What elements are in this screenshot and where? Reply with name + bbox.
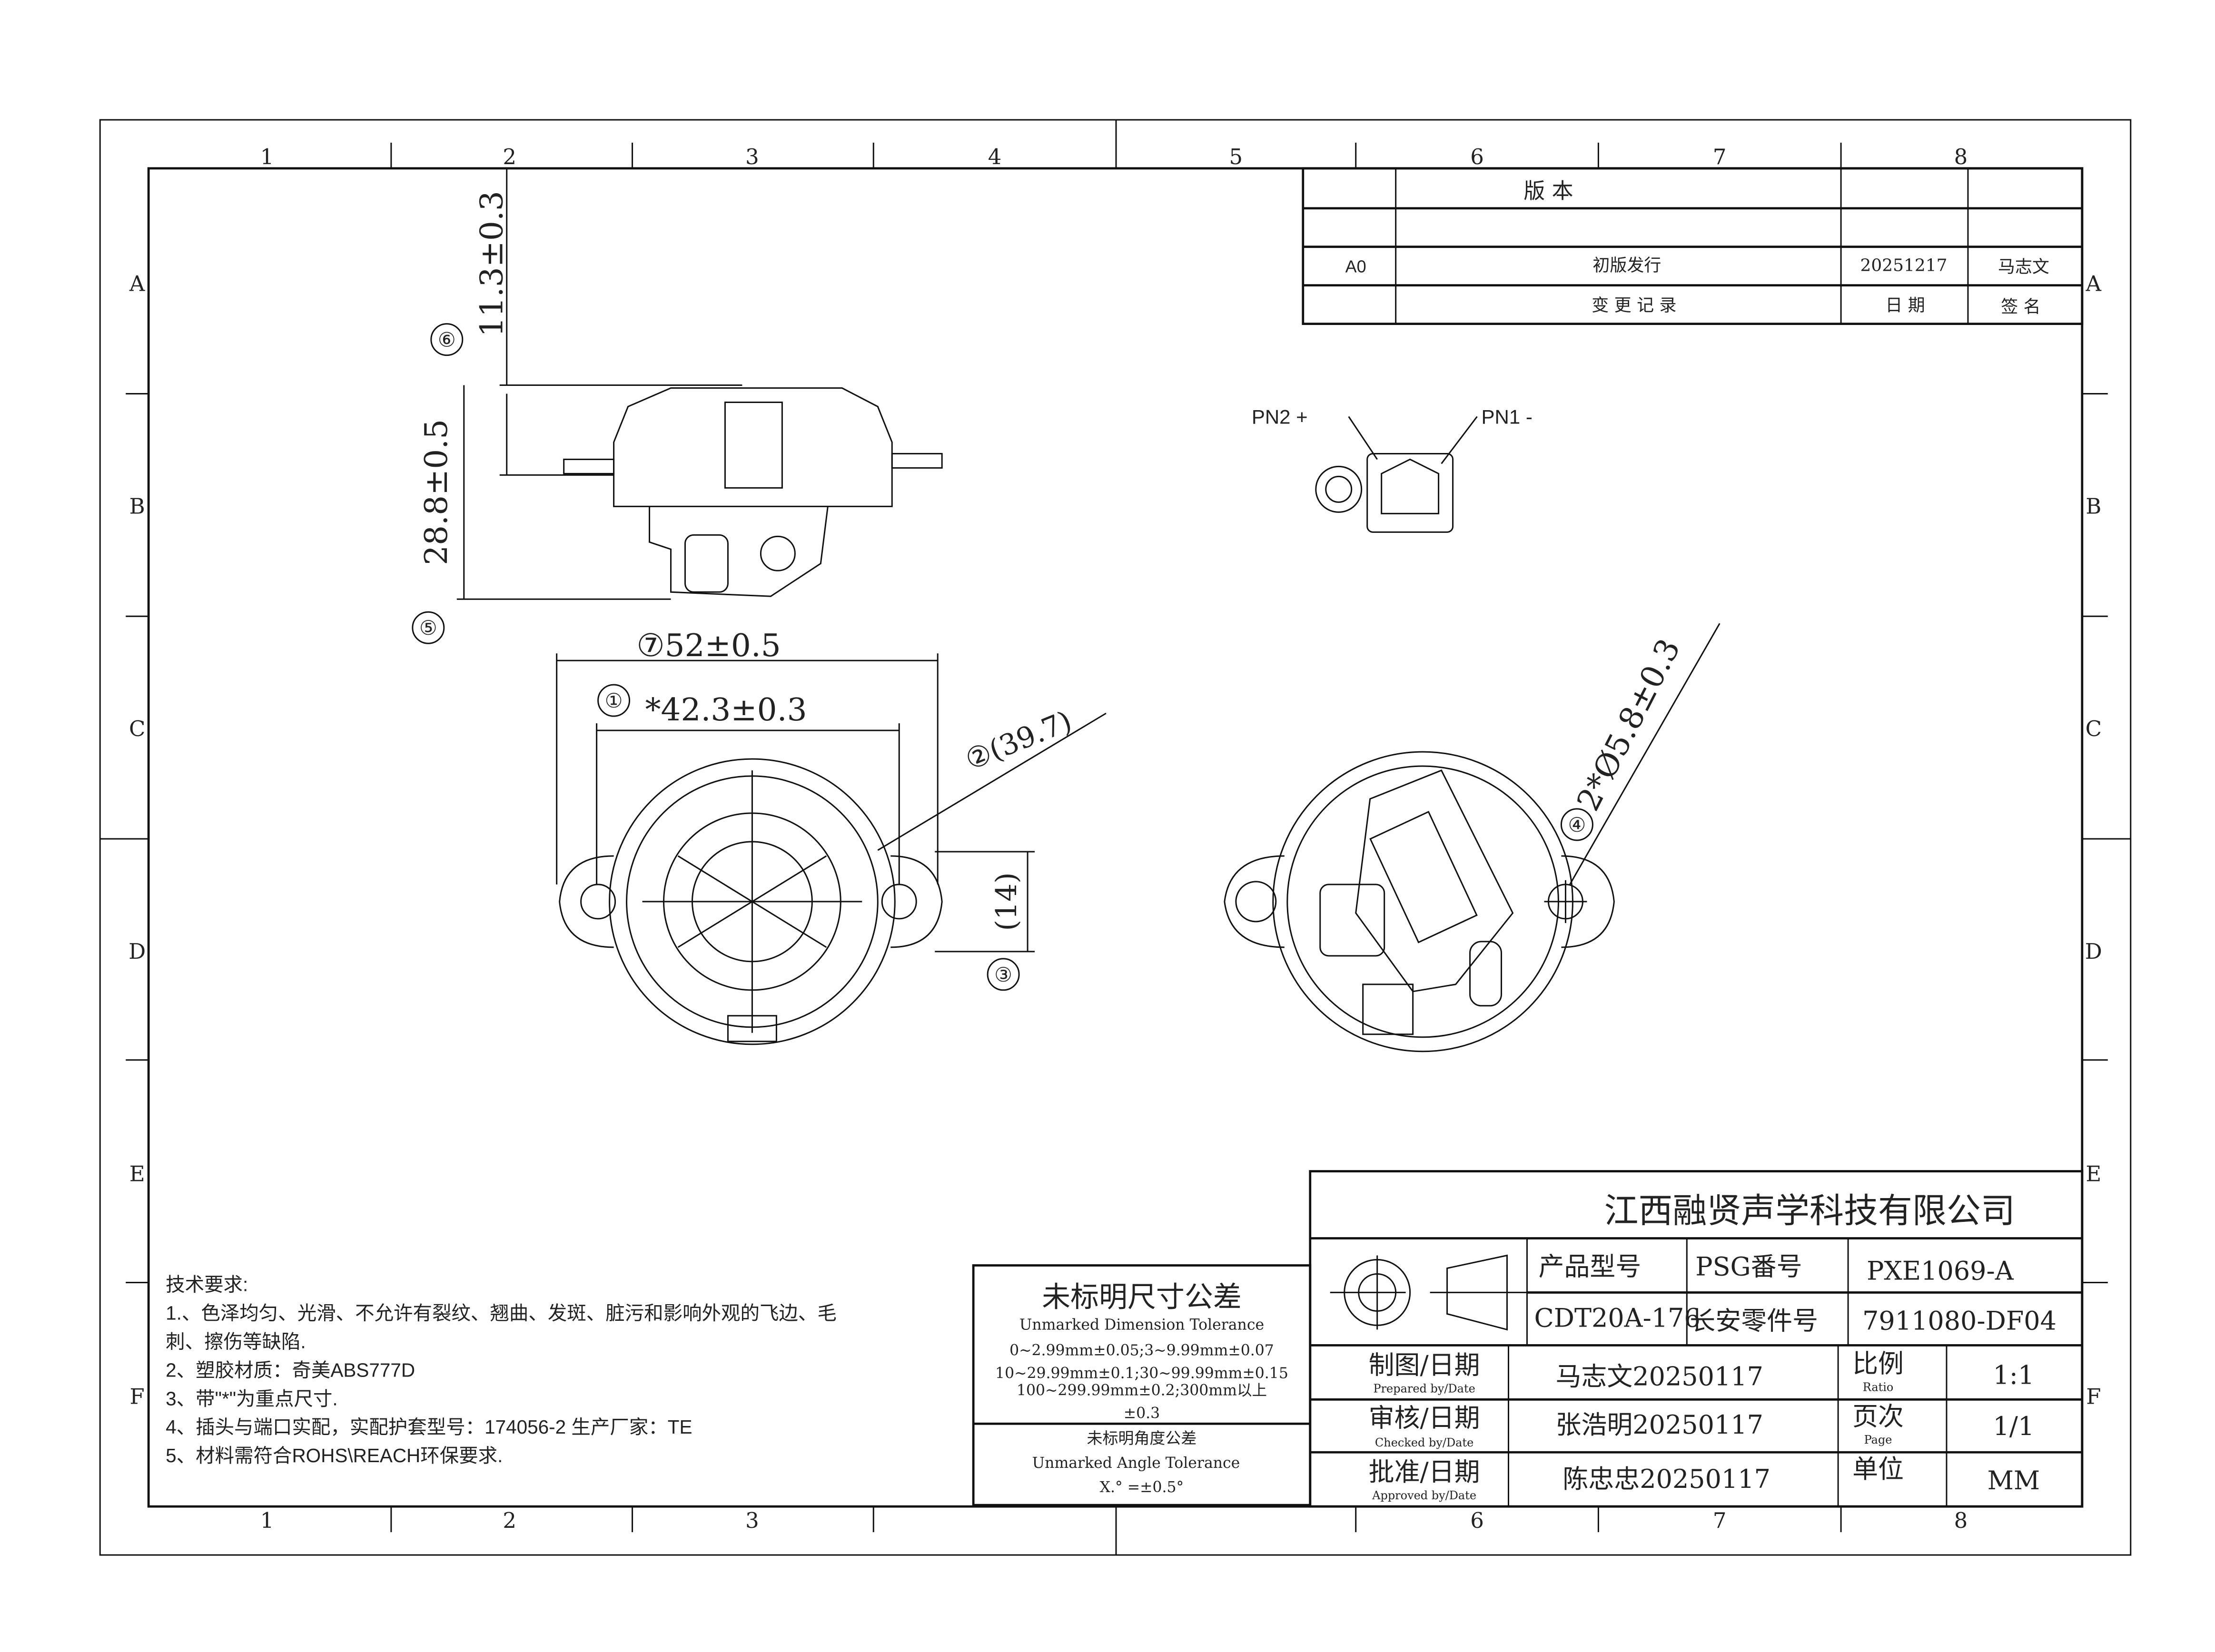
technical-requirements: 技术要求: 1.、色泽均匀、光滑、不允许有裂纹、翘曲、发斑、脏污和影响外观的飞边… (166, 1273, 837, 1466)
zone-row-d-right: D (2085, 939, 2102, 964)
revision-col-change: 变 更 记 录 (1592, 296, 1676, 315)
product-model-label: 产品型号 (1538, 1251, 1641, 1281)
checked-label: 审核/日期 (1369, 1403, 1480, 1433)
angle-tolerance-title: 未标明角度公差 (1087, 1429, 1197, 1447)
prepared-label: 制图/日期 (1369, 1350, 1480, 1380)
revision-signer: 马志文 (1998, 257, 2049, 276)
note-line: 1.、色泽均匀、光滑、不允许有裂纹、翘曲、发斑、脏污和影响外观的飞边、毛 (166, 1302, 837, 1324)
zone-col-7: 7 (1713, 144, 1727, 169)
dim-width-52: ⑦52±0.5 (637, 627, 781, 664)
revision-table: 版 本 A0 初版发行 20251217 马志文 变 更 记 录 日 期 签 名 (1302, 167, 2084, 325)
third-angle-projection-icon (1330, 1254, 1527, 1331)
dim-height-28-8: 28.8±0.5 (418, 419, 455, 565)
ratio-label-en: Ratio (1863, 1380, 1894, 1394)
unit-value: MM (1988, 1465, 2040, 1495)
zone-col-1: 1 (260, 144, 274, 169)
tolerance-line: 100~299.99mm±0.2;300mm以上 (1017, 1382, 1267, 1399)
zone-col-8: 8 (1954, 144, 1968, 169)
note-line: 刺、擦伤等缺陷. (166, 1330, 306, 1352)
revision-col-sign: 签 名 (2001, 297, 2040, 317)
note-line: 3、带"*"为重点尺寸. (166, 1387, 338, 1409)
psg-number: PXE1069-A (1867, 1256, 2014, 1286)
zone-row-d: D (129, 939, 146, 964)
sheet-frame: 1 2 3 4 5 6 7 8 1 2 3 6 7 8 A B C D E F … (99, 119, 2132, 1556)
zone-col-4: 4 (988, 144, 1002, 169)
zone-col-6-bottom: 6 (1470, 1508, 1484, 1533)
tolerance-subtitle: Unmarked Dimension Tolerance (1019, 1316, 1264, 1333)
title-block: 江西融贤声学科技有限公司 产品型号 PSG番号 PXE1069-A CDT20A… (1309, 1170, 2084, 1508)
zone-row-a-right: A (2086, 271, 2102, 296)
ratio-label: 比例 (1852, 1348, 1904, 1378)
tolerance-line: 10~29.99mm±0.1;30~99.99mm±0.15 (995, 1365, 1288, 1382)
note-line: 4、插头与端口实配，实配护套型号：174056-2 生产厂家：TE (166, 1416, 692, 1438)
zone-row-c: C (129, 716, 145, 741)
tolerance-block: 未标明尺寸公差 Unmarked Dimension Tolerance 0~2… (972, 1264, 1312, 1506)
changan-part-label: 长安零件号 (1690, 1306, 1818, 1336)
zone-col-6: 6 (1470, 144, 1484, 169)
zone-row-c-right: C (2086, 716, 2102, 741)
tolerance-line: ±0.3 (1124, 1405, 1160, 1422)
callout-6: ⑥ (438, 328, 456, 352)
callout-4: ④ (1568, 813, 1586, 836)
page-value: 1/1 (1993, 1411, 2034, 1441)
dim-ref-14: (14) (990, 872, 1023, 931)
approved-label-en: Approved by/Date (1372, 1489, 1476, 1502)
zone-row-e: E (129, 1161, 145, 1187)
back-view: ④ 2*Ø5.8±0.3 (1224, 623, 1721, 1052)
unit-label: 单位 (1852, 1454, 1904, 1484)
dim-diameter-42-3: *42.3±0.3 (645, 691, 807, 728)
company-name: 江西融贤声学科技有限公司 (1604, 1191, 2015, 1231)
prepared-label-en: Prepared by/Date (1373, 1382, 1475, 1395)
callout-1: ① (605, 689, 623, 712)
note-line: 2、塑胶材质：奇美ABS777D (166, 1359, 415, 1381)
side-view: ⑥ ⑤ 11.3±0.3 28.8±0.5 (412, 168, 943, 644)
dim-height-11-3: 11.3±0.3 (474, 191, 510, 337)
zone-col-2-bottom: 2 (503, 1508, 516, 1533)
approved-label: 批准/日期 (1369, 1457, 1480, 1487)
revision-date: 20251217 (1860, 256, 1947, 275)
approved-by: 陈忠忠20250117 (1562, 1464, 1770, 1494)
revision-col-date: 日 期 (1885, 296, 1925, 315)
callout-3: ③ (994, 963, 1012, 986)
zone-row-a: A (129, 271, 145, 296)
page-label: 页次 (1852, 1401, 1904, 1431)
notes-title: 技术要求: (166, 1273, 248, 1295)
callout-5: ⑤ (419, 616, 437, 639)
zone-row-f: F (130, 1384, 145, 1409)
zone-row-b-right: B (2086, 493, 2101, 519)
tolerance-title: 未标明尺寸公差 (1042, 1280, 1242, 1314)
checked-by: 张浩明20250117 (1555, 1410, 1763, 1440)
zone-row-b: B (129, 493, 145, 519)
tolerance-line: 0~2.99mm±0.05;3~9.99mm±0.07 (1009, 1342, 1274, 1359)
zone-col-7-bottom: 7 (1713, 1508, 1727, 1533)
angle-tolerance-subtitle: Unmarked Angle Tolerance (1032, 1455, 1240, 1472)
changan-part-number: 7911080-DF04 (1862, 1306, 2057, 1336)
zone-row-f-right: F (2086, 1384, 2101, 1409)
page-label-en: Page (1864, 1433, 1892, 1446)
zone-col-3: 3 (745, 144, 759, 169)
pin1-label: PN1 - (1482, 405, 1533, 428)
psg-label: PSG番号 (1695, 1251, 1802, 1281)
note-line: 5、材料需符合ROHS\REACH环保要求. (166, 1445, 503, 1466)
zone-col-1-bottom: 1 (260, 1508, 274, 1533)
product-model: CDT20A-176 (1534, 1303, 1700, 1333)
prepared-by: 马志文20250117 (1555, 1361, 1763, 1391)
revision-description: 初版发行 (1592, 256, 1661, 275)
revision-header: 版 本 (1523, 178, 1573, 204)
ratio-value: 1:1 (1993, 1360, 2034, 1390)
angle-tolerance-value: X.° =±0.5° (1100, 1479, 1184, 1496)
zone-col-2: 2 (503, 144, 516, 169)
front-view: ⑦52±0.5 ① *42.3±0.3 ②(39.7) (14) ③ (556, 627, 1107, 1045)
zone-col-3-bottom: 3 (745, 1508, 759, 1533)
revision-number: A0 (1345, 257, 1366, 276)
connector-pinout: PN2 + PN1 - (1252, 405, 1533, 533)
zone-col-5: 5 (1229, 144, 1243, 169)
dim-hole-diameter: 2*Ø5.8±0.3 (1570, 633, 1688, 816)
zone-col-8-bottom: 8 (1954, 1508, 1968, 1533)
checked-label-en: Checked by/Date (1375, 1436, 1473, 1449)
pin2-label: PN2 + (1252, 405, 1308, 428)
zone-row-e-right: E (2086, 1161, 2101, 1187)
